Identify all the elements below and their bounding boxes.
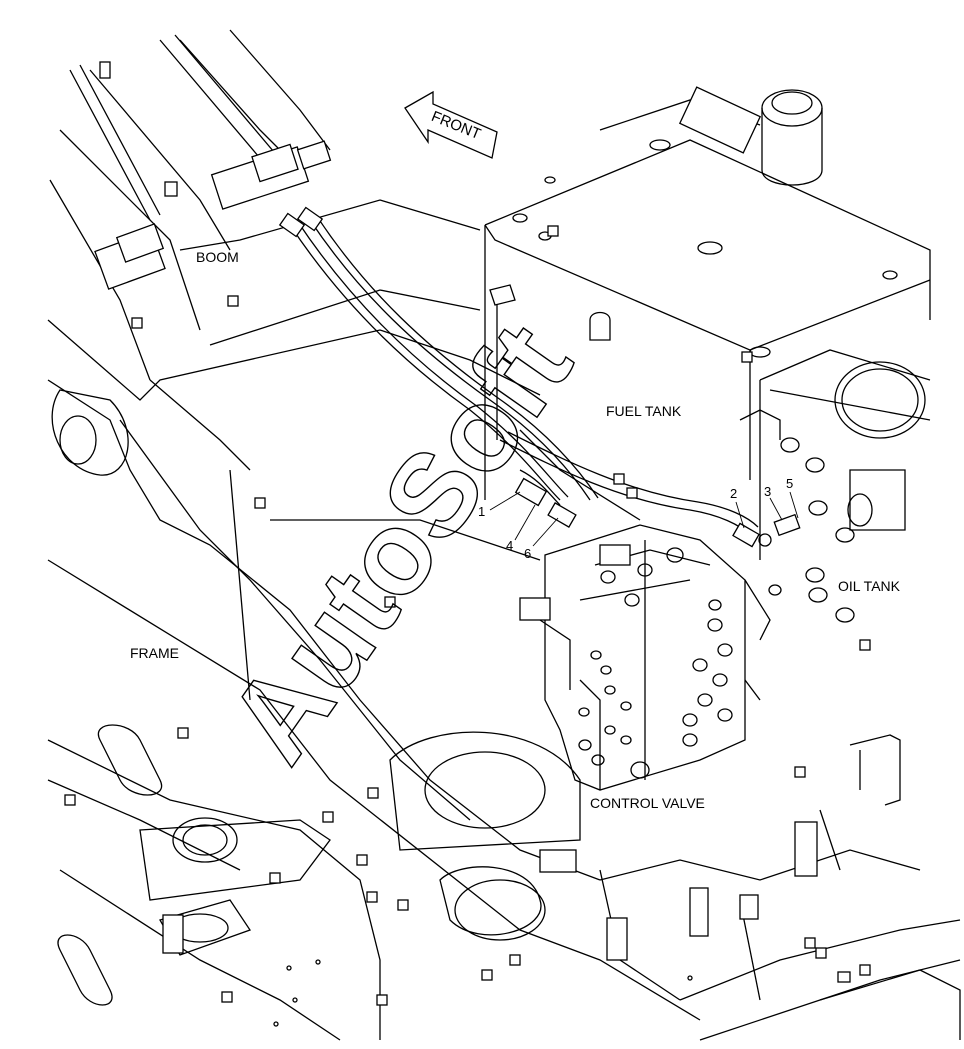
callouts: 1 2 3 4 5 6 <box>478 476 799 561</box>
fuel-tank <box>484 86 931 500</box>
hardware-blocks <box>64 225 871 1027</box>
hydraulic-hoses <box>278 206 801 548</box>
callout-6: 6 <box>524 546 531 561</box>
callout-3: 3 <box>764 484 771 499</box>
boom-label: BOOM <box>196 249 239 265</box>
callout-4: 4 <box>506 538 513 553</box>
arrow-front-icon: FRONT <box>404 90 498 159</box>
boom-structure <box>69 34 332 329</box>
frame-structure <box>47 29 961 1041</box>
control-valve <box>519 524 771 791</box>
oil-tank-label: OIL TANK <box>838 578 901 594</box>
control-valve-label: CONTROL VALVE <box>590 795 705 811</box>
callout-2: 2 <box>730 486 737 501</box>
watermark: AutoSoft <box>203 301 597 785</box>
oil-tank <box>739 349 931 806</box>
frame-label: FRAME <box>130 645 179 661</box>
callout-1: 1 <box>478 504 485 519</box>
fuel-tank-label: FUEL TANK <box>606 403 682 419</box>
callout-5: 5 <box>786 476 793 491</box>
